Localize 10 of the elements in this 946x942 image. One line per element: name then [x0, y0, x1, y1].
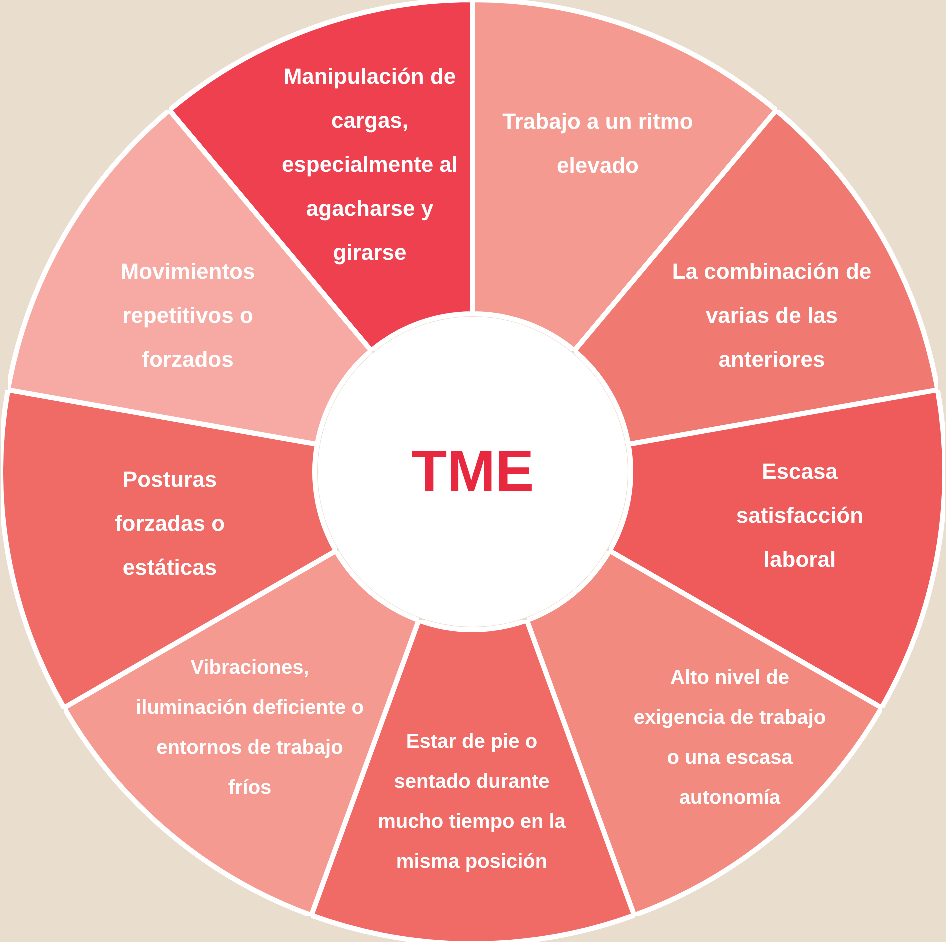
- segment-label: Trabajo a un ritmo elevado: [502, 108, 694, 180]
- center-title: TME: [410, 438, 536, 506]
- segment-label: Escasa satisfacción laboral: [735, 458, 865, 574]
- segment-label: Manipulación de cargas, especialmente al agacharse y girarse: [280, 63, 460, 267]
- segment-label: Alto nivel de exigencia de trabajo o una escasa autonomía: [632, 666, 828, 811]
- segment-label: La combinación de varias de las anteriores: [671, 258, 873, 374]
- segment-label: Movimientos repetitivos o forzados: [120, 258, 256, 374]
- segment-label: Vibraciones, iluminación deficiente o entornos de trabajo fríos: [135, 656, 365, 801]
- segment-label: Estar de pie o sentado durante mucho tiempo en la misma posición: [377, 730, 567, 875]
- segment-label: Posturas forzadas o estáticas: [114, 466, 226, 582]
